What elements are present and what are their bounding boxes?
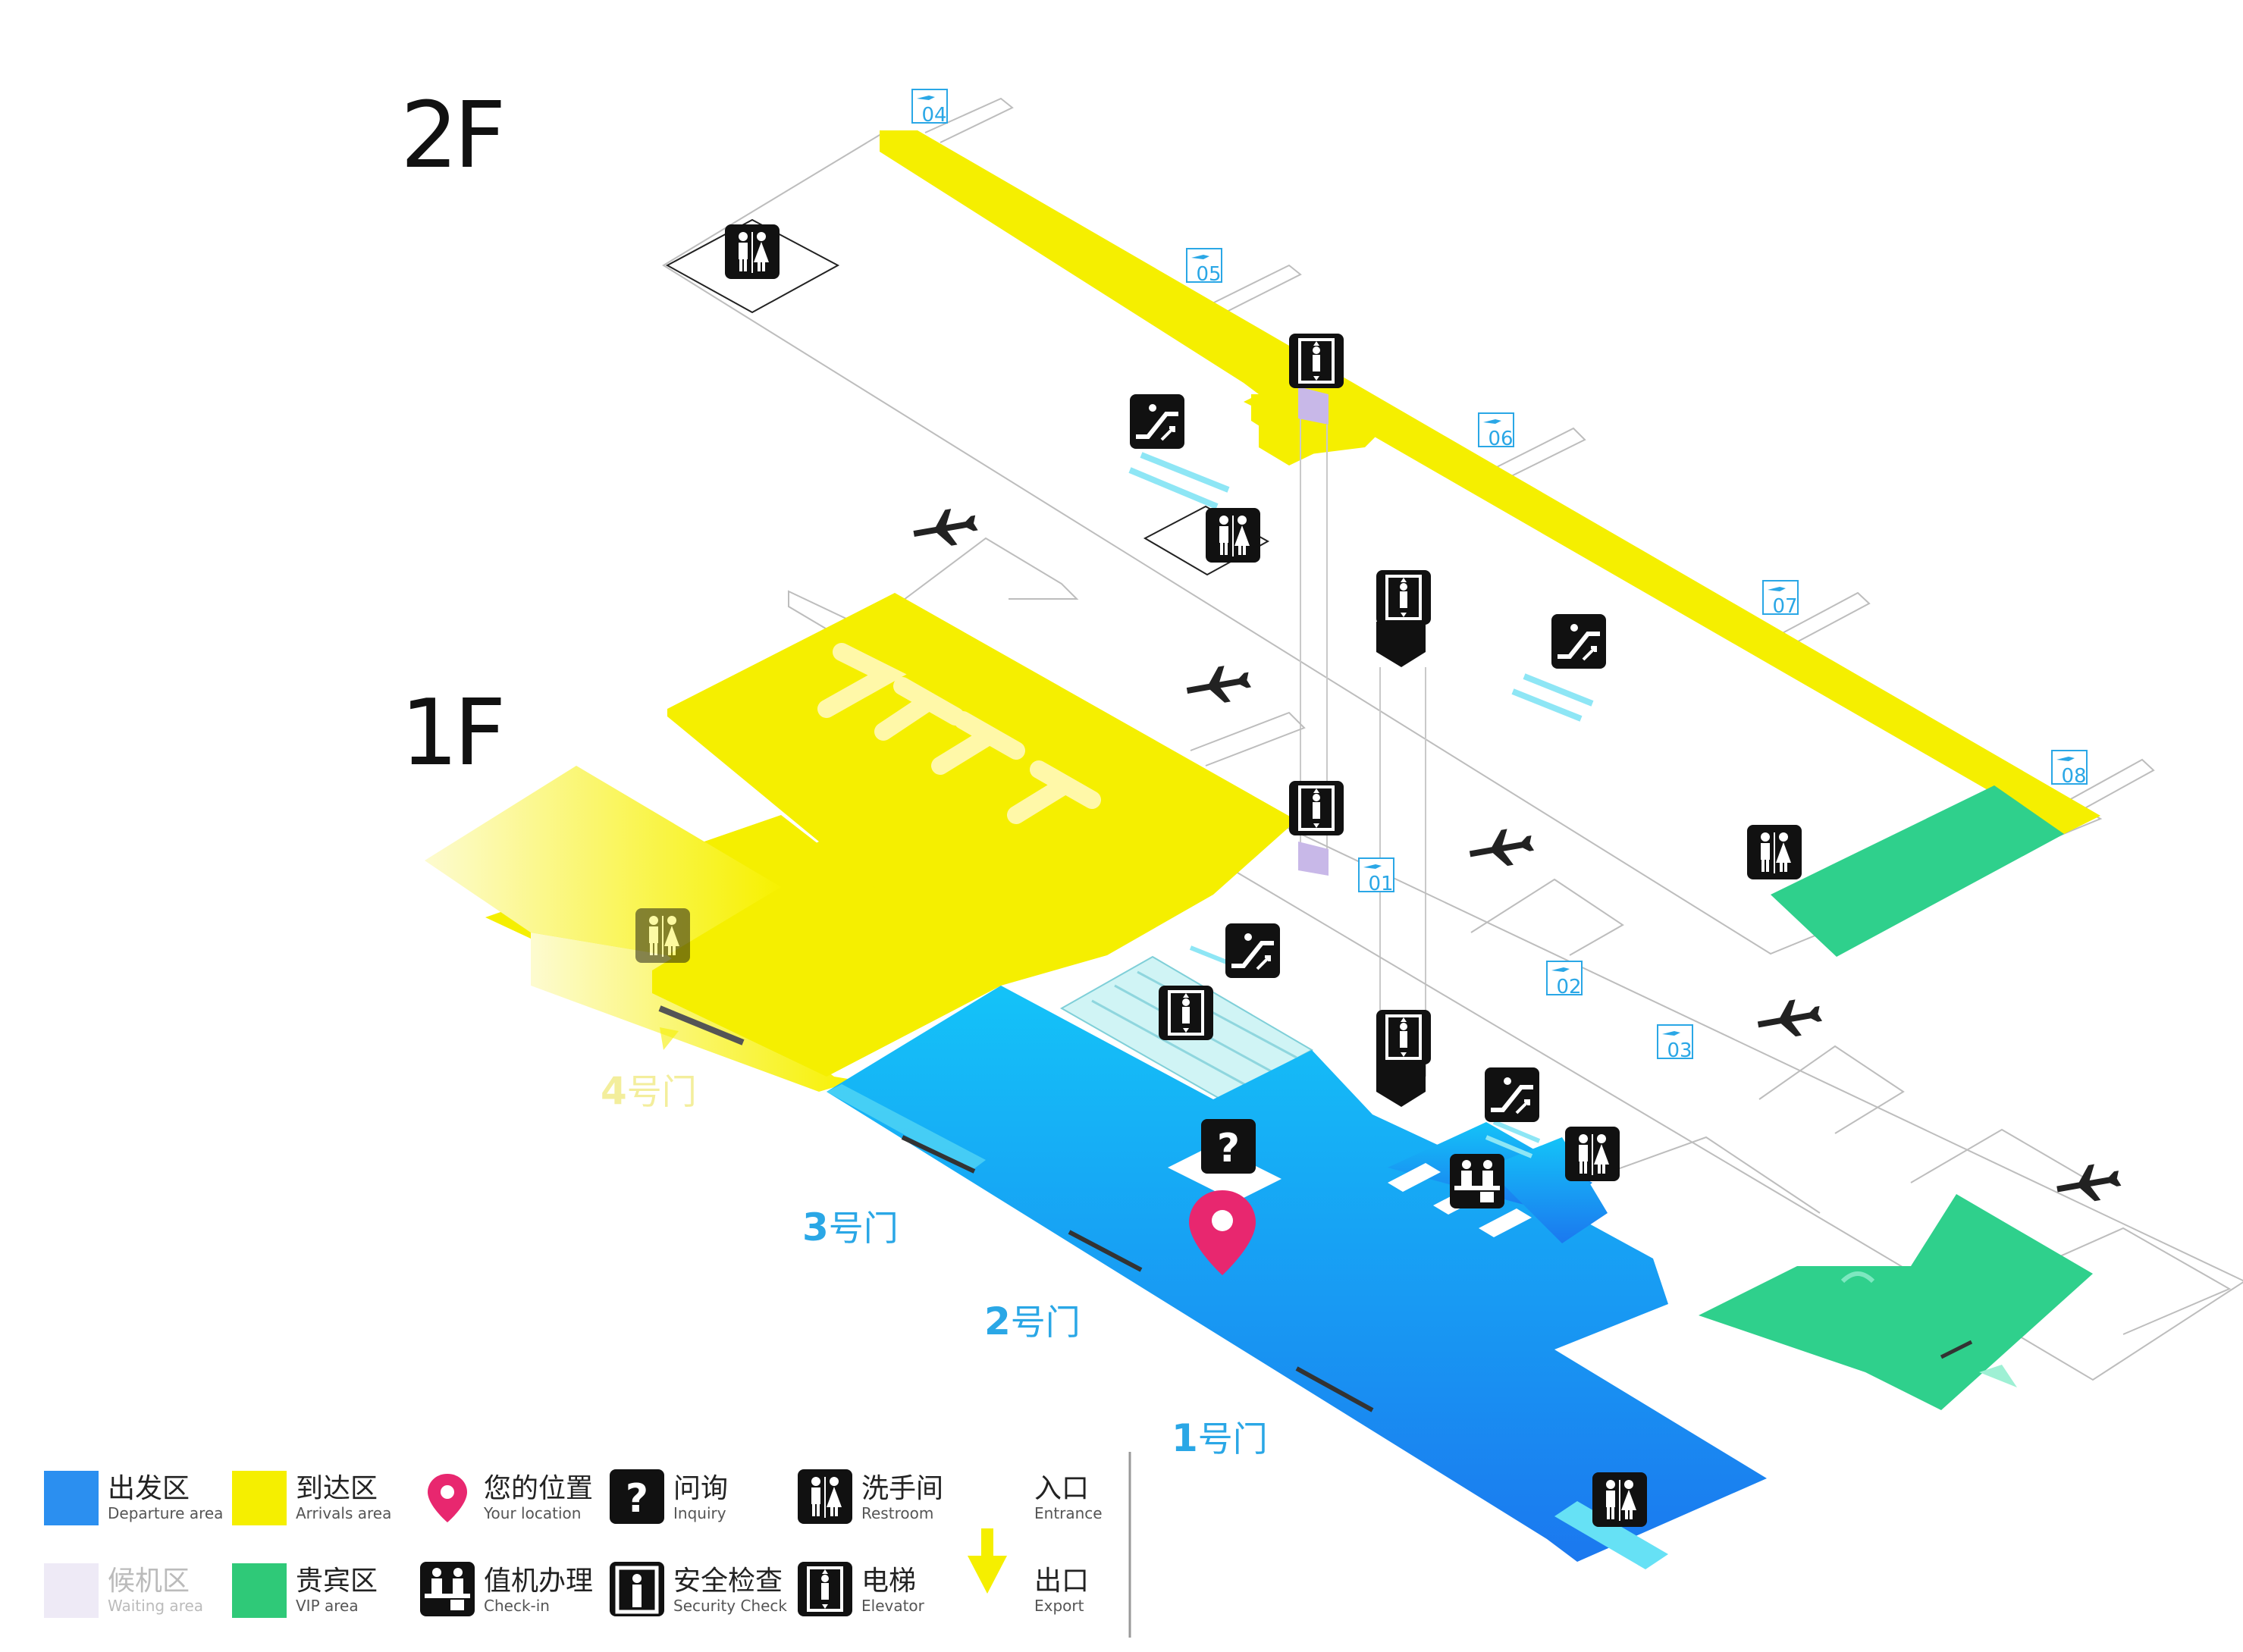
inquiry-icon (1201, 1119, 1256, 1174)
plane-icon-a (911, 504, 980, 552)
gate-tag-06: 06 (1488, 428, 1513, 450)
restroom-icon-1f-b (1565, 1127, 1620, 1181)
exit-arrow-icon (968, 1528, 1007, 1594)
gate-tag-07: 07 (1772, 595, 1797, 618)
restroom-icon-2f-a (725, 224, 780, 279)
gate-tag-04: 04 (921, 104, 946, 127)
escalator-icon-2f-a (1130, 394, 1184, 449)
gate-tag-02: 02 (1556, 976, 1581, 998)
checkin-icon (1450, 1154, 1504, 1208)
gate-label-4: 4号门 (601, 1069, 697, 1113)
restroom-icon-2f-b (1206, 508, 1260, 563)
map-legend: 出发区 Departure area 到达区 Arrivals area 您的位… (33, 1450, 1140, 1639)
inquiry-legend-icon: ? (610, 1469, 664, 1524)
escalator-icon-2f-b (1551, 614, 1606, 669)
vip-swatch (232, 1563, 287, 1618)
elevator-icon-1f-c (1375, 1008, 1432, 1066)
plane-icon-d (1755, 995, 1824, 1043)
restroom-icon-2f-c (1747, 825, 1802, 879)
security-legend-icon (610, 1562, 664, 1616)
waiting-swatch (44, 1563, 99, 1618)
gate-tag-08: 08 (2061, 765, 2086, 788)
gate-tag-01: 01 (1368, 873, 1393, 895)
location-pin-icon (428, 1474, 467, 1522)
elevator-icon-1f-b (1157, 984, 1215, 1042)
gate-tag-03: 03 (1667, 1039, 1692, 1062)
plane-icon-e (2053, 1160, 2123, 1208)
restroom-icon-1f-a (635, 908, 690, 963)
gate-label-1: 1号门 (1172, 1416, 1268, 1460)
floor-label-1f: 1F (400, 681, 506, 786)
elevator-icon-2f-b (1375, 569, 1432, 626)
floor-label-2f: 2F (400, 83, 506, 189)
restroom-icon-1f-c (1592, 1472, 1647, 1527)
escalator-icon-1f-b (1485, 1067, 1539, 1122)
gate-label-3: 3号门 (802, 1205, 899, 1249)
checkin-legend-icon (420, 1562, 475, 1616)
gate-label-2: 2号门 (984, 1299, 1081, 1343)
elevator-icon-2f-a (1288, 332, 1345, 390)
departure-swatch (44, 1471, 99, 1525)
plane-icon-b (1184, 661, 1253, 709)
elevator-legend-icon (798, 1562, 852, 1616)
svg-text:?: ? (626, 1476, 648, 1522)
arrivals-swatch (232, 1471, 287, 1525)
plane-icon-c (1467, 825, 1536, 873)
gate-tag-05: 05 (1196, 263, 1221, 286)
restroom-legend-icon (798, 1469, 852, 1524)
escalator-icon-1f-a (1225, 923, 1280, 978)
elevator-icon-1f-a (1288, 779, 1345, 837)
your-location-pin (1189, 1190, 1256, 1275)
